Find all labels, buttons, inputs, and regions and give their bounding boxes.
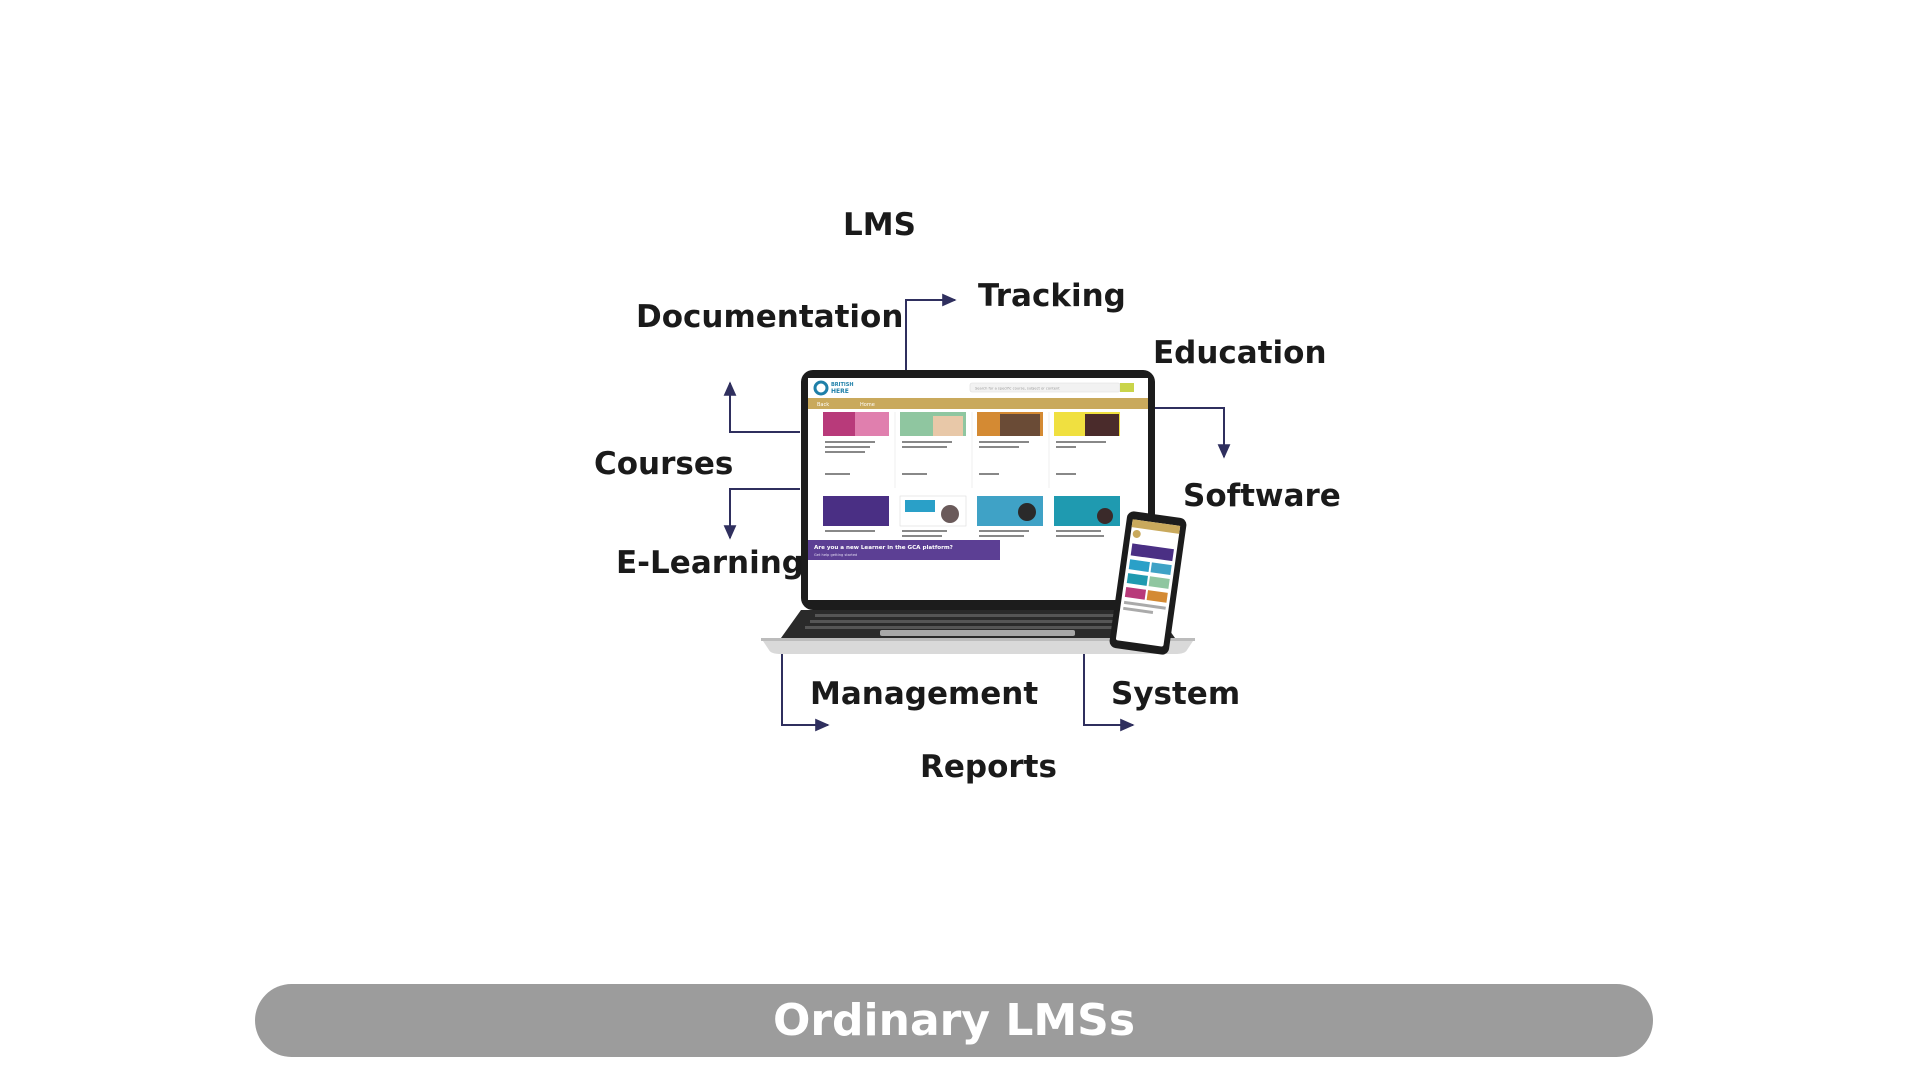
nav-back-link[interactable]: Back (817, 402, 829, 408)
label-lms: LMS (843, 207, 916, 243)
arrow-to-management (781, 652, 830, 732)
tablet-illustration (1109, 511, 1187, 655)
nav-home-link[interactable]: Home (860, 402, 875, 408)
search-button[interactable] (1120, 383, 1134, 392)
label-courses: Courses (594, 446, 734, 482)
search-placeholder: Search for a specific course, subject or… (975, 387, 1060, 391)
nav-bar (808, 398, 1148, 409)
promo-subtitle: Get help getting started (814, 553, 857, 557)
label-education: Education (1153, 335, 1327, 371)
title-banner: Ordinary LMSs (255, 984, 1653, 1057)
course-tiles-row-1 (823, 412, 1120, 488)
arrow-to-software (1150, 407, 1231, 459)
label-management: Management (810, 676, 1039, 712)
promo-banner[interactable] (808, 540, 1000, 560)
arrow-to-elearning (723, 488, 800, 540)
arrow-to-documentation (723, 381, 800, 433)
promo-title: Are you a new Learner in the GCA platfor… (814, 545, 953, 551)
logo-text-2: HERE (831, 388, 849, 395)
label-system: System (1111, 676, 1241, 712)
label-reports: Reports (920, 749, 1057, 785)
label-tracking: Tracking (978, 278, 1126, 314)
logo-text-1: BRITISH (831, 382, 854, 388)
banner-title: Ordinary LMSs (772, 995, 1136, 1046)
laptop-illustration: BRITISH HERE Search for a specific cours… (761, 370, 1195, 655)
label-documentation: Documentation (636, 299, 904, 335)
course-tiles-row-2 (823, 495, 1120, 537)
arrow-to-system (1083, 652, 1135, 732)
label-elearning: E-Learning (616, 545, 804, 581)
logo-icon (813, 380, 829, 396)
arrow-to-tracking (905, 293, 957, 372)
label-software: Software (1183, 478, 1341, 514)
